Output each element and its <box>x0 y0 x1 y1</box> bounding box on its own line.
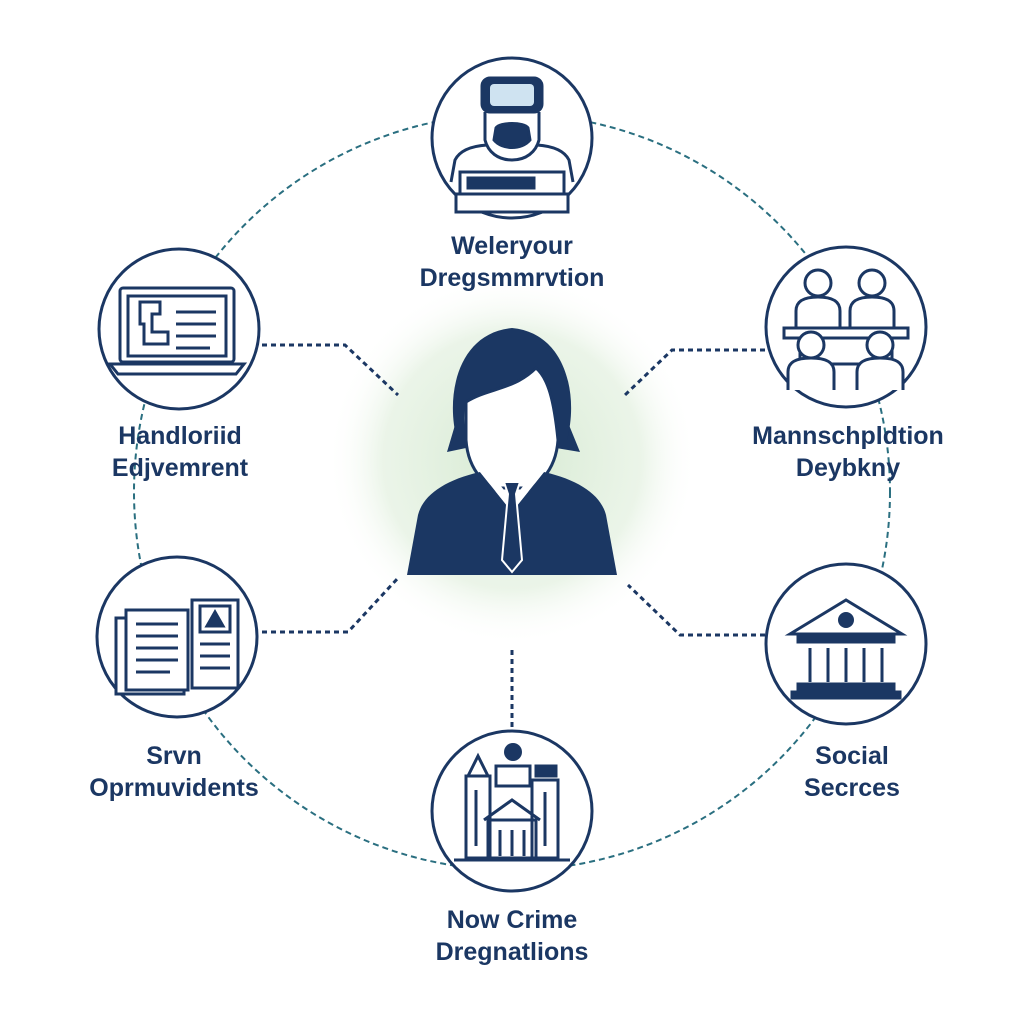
documents-icon <box>114 598 240 696</box>
node-label-top: Weleryour Dregsmmrvtion <box>420 230 605 294</box>
node-label-lower-right-line1: Social <box>815 742 889 770</box>
connector-lower-left <box>262 576 400 634</box>
node-circle-lower-right <box>764 562 928 726</box>
node-label-upper-left-line2: Edjvemrent <box>111 454 249 482</box>
node-label-upper-right: Mannschpldtion Deybkny <box>752 420 944 484</box>
node-label-upper-right-line1: Mannschpldtion <box>752 422 944 450</box>
node-label-bottom-line1: Now Crime <box>446 906 578 934</box>
node-label-lower-right-line2: Secrces <box>804 774 900 802</box>
group-meeting-icon <box>782 268 910 390</box>
person-in-suit-icon <box>407 328 617 575</box>
officer-at-desk-icon <box>449 76 575 214</box>
connectors <box>262 343 765 728</box>
node-label-upper-left-line1: Handloriid <box>118 422 242 450</box>
connector-lower-right <box>626 583 765 637</box>
node-label-top-line2: Dregsmmrvtion <box>419 264 605 292</box>
city-buildings-icon <box>454 743 570 862</box>
node-label-lower-left-line2: Oprmuvidents <box>89 774 259 802</box>
node-label-upper-left: Handloriid Edjvemrent <box>112 420 248 484</box>
connector-upper-right <box>623 348 765 397</box>
node-label-lower-left-line1: Srvn <box>146 742 202 770</box>
node-label-top-line1: Weleryour <box>451 232 573 260</box>
node-label-lower-left: Srvn Oprmuvidents <box>89 740 258 804</box>
connector-upper-left <box>262 343 400 397</box>
government-building-icon <box>784 598 908 700</box>
node-label-lower-right: Social Secrces <box>804 740 900 804</box>
laptop-icon <box>106 286 248 376</box>
node-label-upper-right-line2: Deybkny <box>795 454 901 482</box>
node-label-bottom-line2: Dregnatlions <box>435 938 589 966</box>
node-label-bottom: Now Crime Dregnatlions <box>436 904 589 968</box>
